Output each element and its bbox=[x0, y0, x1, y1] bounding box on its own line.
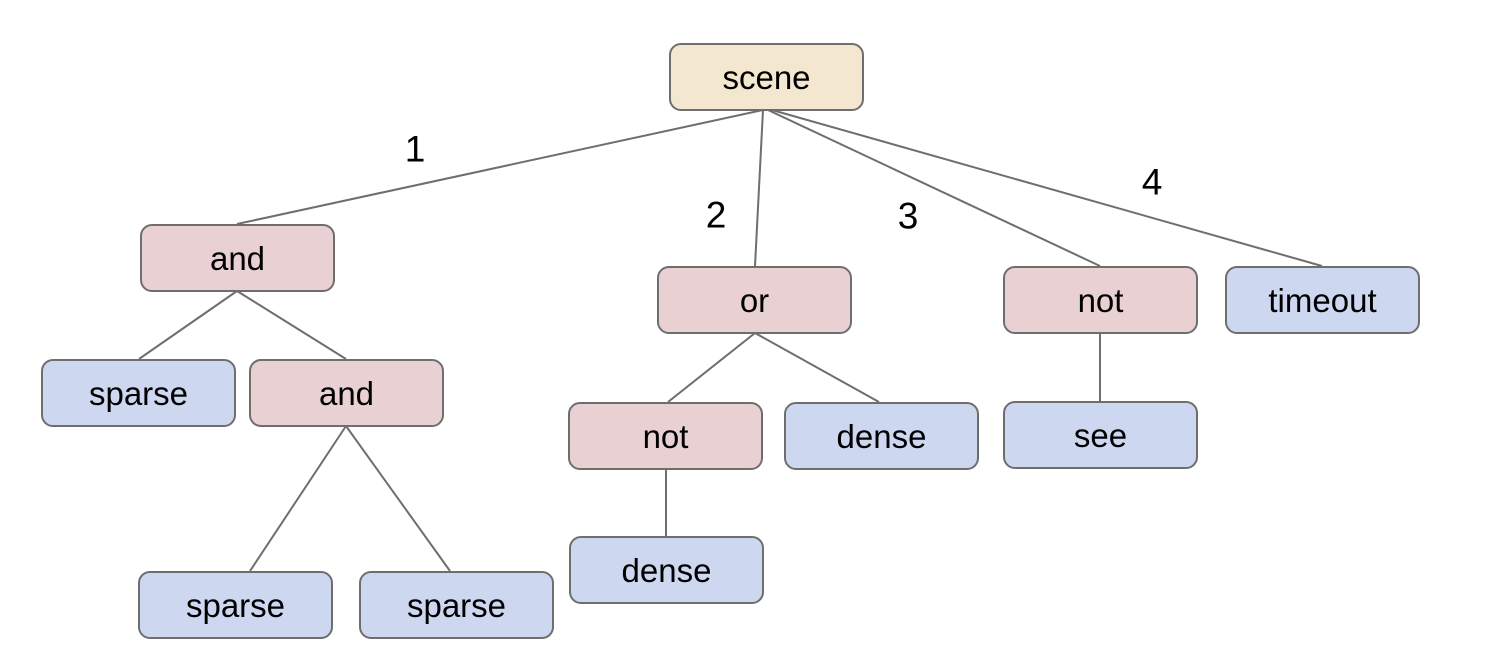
edge-and-outer-sparse-left bbox=[138, 290, 238, 360]
edge-label-3: 3 bbox=[897, 195, 919, 237]
node-see: see bbox=[1003, 401, 1198, 469]
node-dense-upper: dense bbox=[784, 402, 979, 470]
node-not-right: not bbox=[1003, 266, 1198, 334]
edge-or-not-mid bbox=[667, 332, 756, 403]
node-dense-lower: dense bbox=[569, 536, 764, 604]
node-or: or bbox=[657, 266, 852, 334]
node-not-mid: not bbox=[568, 402, 763, 470]
node-and-outer: and bbox=[140, 224, 335, 292]
node-sparse-bottom-left: sparse bbox=[138, 571, 333, 639]
node-sparse-bottom-right: sparse bbox=[359, 571, 554, 639]
node-sparse-left: sparse bbox=[41, 359, 236, 427]
edge-label-2: 2 bbox=[705, 194, 727, 236]
node-and-inner: and bbox=[249, 359, 444, 427]
edge-and-outer-and-inner bbox=[236, 290, 347, 360]
node-scene: scene bbox=[669, 43, 864, 111]
edge-and-inner-sparse-bottom-right bbox=[345, 425, 451, 572]
edge-scene-or bbox=[754, 109, 764, 267]
edge-scene-not-right bbox=[767, 109, 1101, 267]
edge-scene-and-outer bbox=[236, 109, 764, 225]
edge-scene-timeout bbox=[771, 109, 1323, 267]
edge-and-inner-sparse-bottom-left bbox=[249, 425, 347, 572]
edge-label-4: 4 bbox=[1141, 161, 1163, 203]
edge-or-dense-upper bbox=[754, 332, 880, 403]
edge-label-1: 1 bbox=[404, 128, 426, 170]
node-timeout: timeout bbox=[1225, 266, 1420, 334]
